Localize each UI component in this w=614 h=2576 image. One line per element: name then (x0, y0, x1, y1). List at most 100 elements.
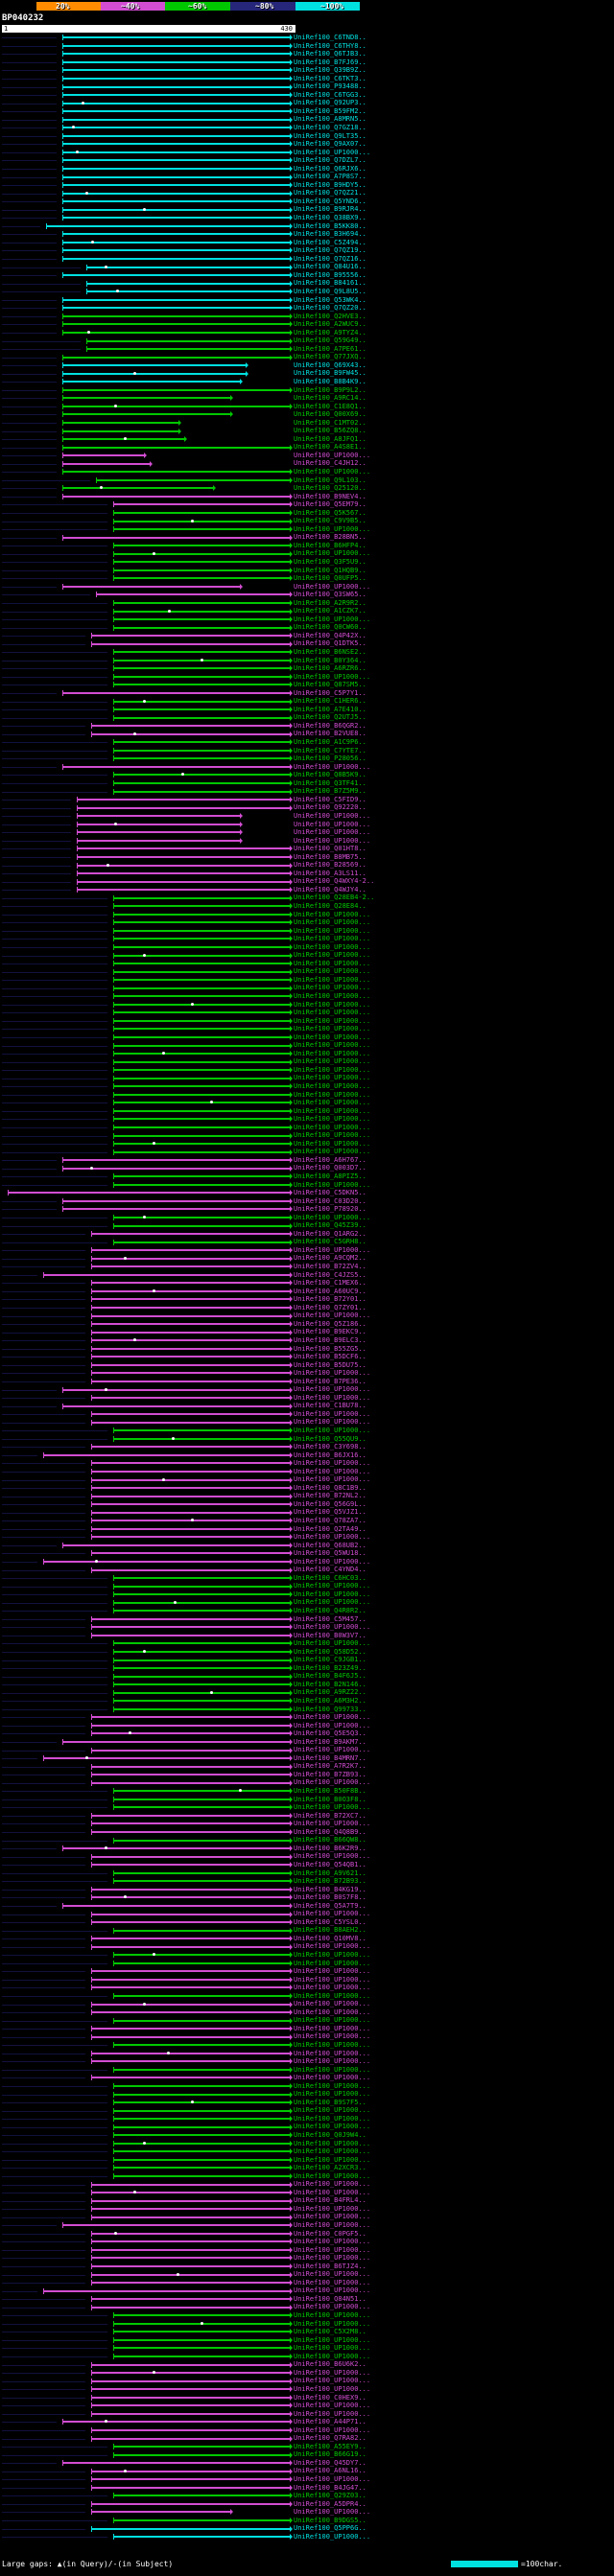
hit-row[interactable]: UniRef100_B6K2R9.. (0, 1845, 614, 1853)
alignment-bar[interactable] (91, 1772, 293, 1778)
alignment-bar[interactable] (91, 1378, 293, 1384)
hit-row[interactable]: UniRef100_Q69X43.. (0, 361, 614, 370)
hit-row[interactable]: UniRef100_C5X2M8.. (0, 2328, 614, 2336)
alignment-bar[interactable] (62, 166, 293, 173)
hit-label[interactable]: UniRef100_Q28E84.. (294, 901, 366, 910)
hit-label[interactable]: UniRef100_UP1000... (294, 1803, 371, 1812)
hit-label[interactable]: UniRef100_C5X2M8.. (294, 2328, 366, 2336)
hit-row[interactable]: UniRef100_A55EY9.. (0, 2443, 614, 2451)
hit-row[interactable]: UniRef100_Q8C1B9.. (0, 1484, 614, 1493)
alignment-bar[interactable] (62, 215, 293, 221)
hit-label[interactable]: UniRef100_A2R9R2.. (294, 598, 366, 607)
hit-row[interactable]: UniRef100_Q4R8R2.. (0, 1607, 614, 1615)
hit-label[interactable]: UniRef100_C3Y698.. (294, 1443, 366, 1451)
hit-row[interactable]: UniRef100_UP1000... (0, 2189, 614, 2197)
alignment-bar[interactable] (113, 509, 293, 516)
hit-row[interactable]: UniRef100_Q45DY7.. (0, 2459, 614, 2468)
alignment-bar[interactable] (113, 2116, 293, 2123)
alignment-bar[interactable] (113, 2107, 293, 2114)
hit-label[interactable]: UniRef100_B6QGR2.. (294, 721, 366, 730)
hit-label[interactable]: UniRef100_UP1000... (294, 1033, 371, 1041)
alignment-bar[interactable] (113, 2517, 293, 2523)
hit-row[interactable]: UniRef100_Q99733.. (0, 1706, 614, 1714)
alignment-bar[interactable] (62, 58, 293, 65)
alignment-bar[interactable] (113, 1116, 293, 1123)
alignment-bar[interactable] (62, 198, 293, 205)
hit-row[interactable]: UniRef100_UP1000... (0, 2246, 614, 2255)
hit-row[interactable]: UniRef100_UP1000... (0, 1394, 614, 1403)
hit-row[interactable]: UniRef100_A2R9R2.. (0, 599, 614, 608)
alignment-bar[interactable] (77, 878, 293, 885)
hit-row[interactable]: UniRef100_P78920.. (0, 1205, 614, 1214)
hit-row[interactable]: UniRef100_Q84N51.. (0, 2295, 614, 2304)
hit-row[interactable]: UniRef100_B56ZQ8.. (0, 427, 614, 435)
alignment-bar[interactable] (91, 2394, 293, 2401)
hit-row[interactable]: UniRef100_UP1000... (0, 812, 614, 821)
alignment-bar[interactable] (91, 1976, 293, 1983)
hit-row[interactable]: UniRef100_UP1000... (0, 1369, 614, 1378)
hit-label[interactable]: UniRef100_UP1000... (294, 2221, 371, 2230)
alignment-bar[interactable] (91, 1280, 293, 1287)
hit-label[interactable]: UniRef100_A4S8E1.. (294, 443, 366, 452)
hit-row[interactable]: UniRef100_UP1000... (0, 2320, 614, 2329)
hit-label[interactable]: UniRef100_Q29Z03.. (294, 2492, 366, 2500)
hit-label[interactable]: UniRef100_Q7GZ18.. (294, 124, 366, 132)
alignment-bar[interactable] (91, 1722, 293, 1729)
hit-label[interactable]: UniRef100_B2VUE8.. (294, 730, 366, 738)
hit-label[interactable]: UniRef100_UP1000... (294, 672, 371, 681)
alignment-bar[interactable] (113, 665, 293, 672)
hit-label[interactable]: UniRef100_B5DCF6.. (294, 1353, 366, 1361)
alignment-bar[interactable] (113, 2312, 293, 2319)
alignment-bar[interactable] (91, 1821, 293, 1827)
alignment-bar[interactable] (91, 1370, 293, 1377)
hit-row[interactable]: UniRef100_B9AKM7.. (0, 1738, 614, 1747)
alignment-bar[interactable] (91, 1354, 293, 1360)
hit-label[interactable]: UniRef100_Q2UTJ5.. (294, 713, 366, 722)
hit-row[interactable]: UniRef100_Q003D7.. (0, 1164, 614, 1172)
hit-row[interactable]: UniRef100_B72Y01.. (0, 1295, 614, 1304)
alignment-bar[interactable] (91, 1984, 293, 1991)
hit-label[interactable]: UniRef100_UP1000... (294, 762, 371, 771)
hit-row[interactable]: UniRef100_UP1000... (0, 1778, 614, 1787)
hit-row[interactable]: UniRef100_UP1000... (0, 992, 614, 1001)
alignment-bar[interactable] (91, 2206, 293, 2213)
alignment-bar[interactable] (77, 846, 293, 852)
alignment-bar[interactable] (62, 305, 293, 312)
alignment-bar[interactable] (113, 1788, 293, 1795)
hit-label[interactable]: UniRef100_Q69X43.. (294, 360, 366, 369)
hit-row[interactable]: UniRef100_B9DGS5.. (0, 2517, 614, 2525)
alignment-bar[interactable] (91, 2378, 293, 2384)
hit-row[interactable]: UniRef100_UP1000... (0, 828, 614, 837)
hit-row[interactable]: UniRef100_UP1000... (0, 1598, 614, 1607)
hit-row[interactable]: UniRef100_UP1000... (0, 2016, 614, 2025)
alignment-bar[interactable] (62, 1157, 293, 1164)
hit-label[interactable]: UniRef100_Q99733.. (294, 1705, 366, 1713)
hit-row[interactable]: UniRef100_UP1000... (0, 1041, 614, 1050)
hit-row[interactable]: UniRef100_UP1000... (0, 2385, 614, 2394)
alignment-bar[interactable] (113, 903, 293, 910)
hit-label[interactable]: UniRef100_B28569.. (294, 861, 366, 870)
hit-row[interactable]: UniRef100_B6HFP4.. (0, 542, 614, 550)
hit-label[interactable]: UniRef100_C0HEX9.. (294, 2393, 366, 2402)
alignment-bar[interactable] (86, 289, 293, 295)
alignment-bar[interactable] (62, 51, 293, 58)
hit-row[interactable]: UniRef100_Q0J9W4.. (0, 2131, 614, 2140)
hit-row[interactable]: UniRef100_Q68UB2.. (0, 1542, 614, 1550)
alignment-bar[interactable] (62, 149, 293, 155)
hit-label[interactable]: UniRef100_UP1000... (294, 2007, 371, 2016)
hit-row[interactable]: UniRef100_C6TKT3.. (0, 75, 614, 83)
hit-label[interactable]: UniRef100_Q77JXQ.. (294, 353, 366, 361)
hit-label[interactable]: UniRef100_A6NL16.. (294, 2467, 366, 2475)
hit-label[interactable]: UniRef100_Q003D7.. (294, 1164, 366, 1172)
alignment-bar[interactable] (91, 1812, 293, 1819)
hit-row[interactable]: UniRef100_UP1000... (0, 2082, 614, 2091)
alignment-bar[interactable] (62, 2222, 293, 2229)
hit-label[interactable]: UniRef100_C5P7Y1.. (294, 688, 366, 697)
alignment-bar[interactable] (113, 1222, 293, 1229)
alignment-bar[interactable] (43, 1755, 293, 1762)
hit-label[interactable]: UniRef100_UP1000... (294, 1991, 371, 2000)
alignment-bar[interactable] (113, 2123, 293, 2130)
alignment-bar[interactable] (113, 1435, 293, 1442)
alignment-bar[interactable] (113, 649, 293, 656)
hit-label[interactable]: UniRef100_UP1000... (294, 2278, 371, 2286)
